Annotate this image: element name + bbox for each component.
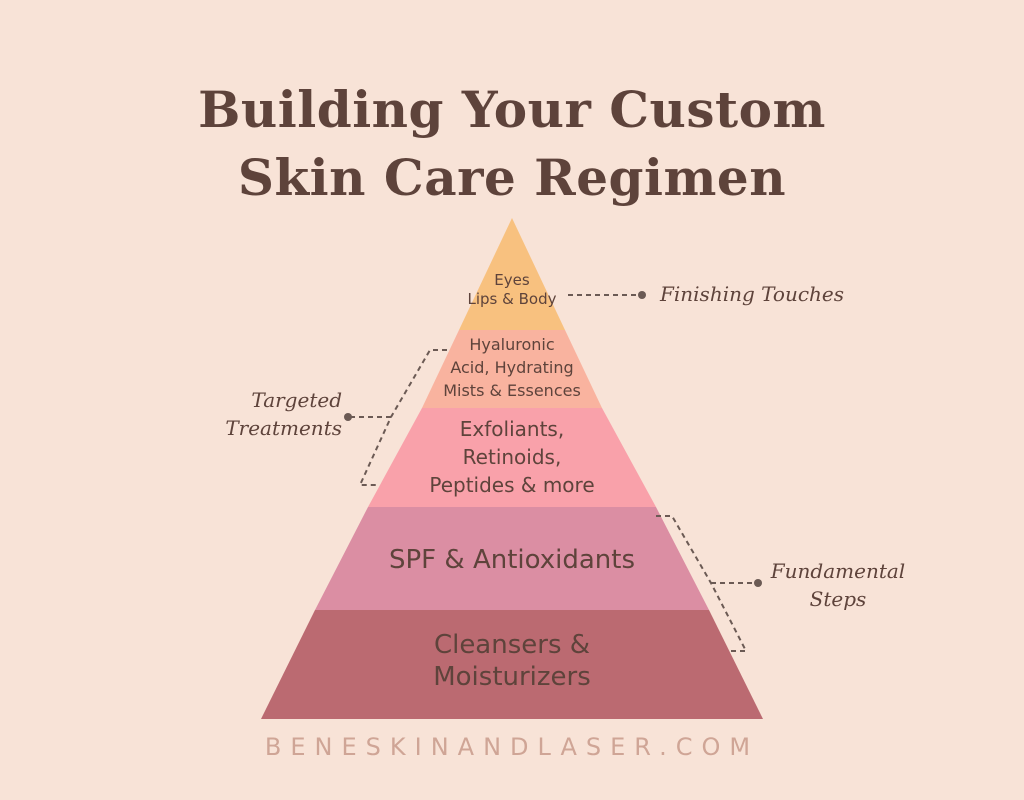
- tier-label-hyaluronic: Hyaluronic Acid, Hydrating Mists & Essen…: [412, 333, 612, 402]
- tier-label-spf: SPF & Antioxidants: [332, 543, 692, 577]
- annotation-text: Fundamental: [770, 559, 906, 583]
- targeted-bracket: [350, 349, 447, 486]
- page-title: Building Your Custom Skin Care Regimen: [0, 76, 1024, 212]
- tier-label-line: Hyaluronic: [469, 335, 555, 354]
- tier-label-cleansers: Cleansers & Moisturizers: [332, 629, 692, 693]
- tier-label-line: Eyes: [494, 271, 530, 289]
- tier-label-line: Exfoliants,: [459, 417, 565, 441]
- tier-label-line: Acid, Hydrating: [450, 358, 574, 377]
- tier-label-line: Peptides & more: [429, 473, 595, 497]
- annotation-text: Steps: [809, 587, 867, 611]
- finishing-connector-dot: [638, 291, 646, 299]
- tier-cleansers-moisturizers: [261, 610, 763, 719]
- targeted-bracket-dot: [344, 413, 352, 421]
- tier-label-line: Mists & Essences: [443, 381, 581, 400]
- title-line-2: Skin Care Regimen: [237, 148, 787, 207]
- tier-hyaluronic: [422, 330, 602, 408]
- title-line-1: Building Your Custom: [198, 80, 826, 139]
- tier-exfoliants: [368, 408, 656, 507]
- website-footer: BENESKINANDLASER.COM: [264, 733, 760, 761]
- annotation-targeted-treatments: Targeted Treatments: [222, 386, 342, 442]
- fundamental-bracket-dot: [754, 579, 762, 587]
- tier-label-line: Retinoids,: [462, 445, 562, 469]
- annotation-text: Treatments: [225, 416, 342, 440]
- tier-label-line: Cleansers &: [433, 630, 591, 660]
- tier-label-exfoliants: Exfoliants, Retinoids, Peptides & more: [392, 415, 632, 499]
- tier-spf-antioxidants: [315, 507, 709, 610]
- tier-eyes-lips-body: [459, 218, 565, 330]
- tier-label-eyes: Eyes Lips & Body: [412, 271, 612, 309]
- tier-label-line: Lips & Body: [467, 290, 557, 308]
- annotation-text: Finishing Touches: [660, 282, 845, 306]
- fundamental-bracket: [656, 515, 756, 652]
- annotation-finishing-touches: Finishing Touches: [660, 280, 844, 308]
- tier-label-line: SPF & Antioxidants: [389, 545, 635, 575]
- annotation-fundamental-steps: Fundamental Steps: [768, 557, 908, 613]
- annotation-text: Targeted: [251, 388, 342, 412]
- tier-label-line: Moisturizers: [433, 662, 591, 692]
